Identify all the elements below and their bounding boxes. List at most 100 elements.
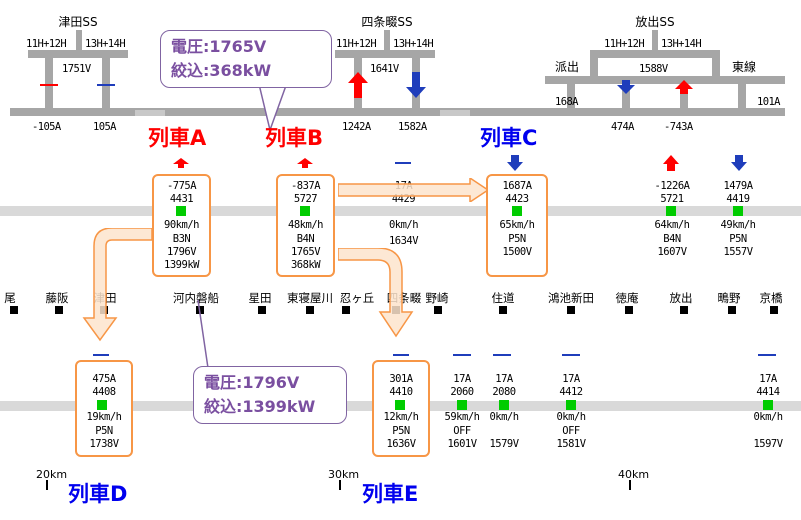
train-speed: 0km/h — [556, 411, 586, 424]
station-name: 住道 — [491, 291, 515, 305]
station-dot — [55, 306, 63, 314]
train-notch: OFF — [453, 424, 471, 437]
train-speed: 0km/h — [388, 219, 419, 232]
train-voltage: 1607V — [657, 245, 687, 258]
spacer — [480, 425, 528, 438]
train-voltage: 1765V — [290, 245, 321, 258]
train-notch: P5N — [729, 232, 747, 245]
train-current: 475A — [92, 373, 116, 385]
feeder-label: 11H+12H — [26, 38, 67, 50]
train-speed: 90km/h — [164, 219, 199, 232]
callout-voltage: 電圧:1765V — [171, 37, 267, 56]
train-current: -837A — [290, 180, 321, 192]
train-number: 4412 — [559, 386, 583, 399]
branch-name: 東線 — [732, 60, 757, 74]
station-dot — [680, 306, 688, 314]
km-tick — [339, 480, 341, 490]
train-readout: 1479A 4419 49km/h P5N 1557V — [708, 180, 768, 259]
substation-name: 津田SS — [58, 15, 98, 29]
substation-voltage: 1588V — [639, 63, 668, 75]
branch-current: 101A — [757, 96, 780, 108]
arrow-up-red-icon — [297, 158, 313, 168]
train-speed: 59km/h — [444, 411, 480, 424]
train-position-marker — [97, 400, 107, 410]
idle-marker — [395, 162, 411, 164]
substation-name: 四条畷SS — [361, 15, 413, 29]
train-box-c[interactable] — [486, 174, 548, 277]
train-current: 301A — [389, 373, 413, 385]
km-label: 20km — [36, 468, 68, 481]
train-position-marker — [763, 400, 773, 410]
train-label-c: 列車C — [480, 126, 538, 150]
feeder-current: -105A — [32, 121, 61, 133]
train-position-marker — [499, 400, 509, 410]
train-readout: -775A 4431 90km/h B3N 1796V 1399kW — [152, 180, 211, 272]
train-number: 4423 — [505, 193, 529, 206]
feeder-label: 13H+14H — [393, 38, 434, 50]
train-position-marker — [457, 400, 467, 410]
feeder-drop — [567, 84, 575, 108]
arrow-up-red-icon — [348, 72, 368, 98]
callout-pointer — [197, 300, 272, 369]
train-position-marker — [300, 206, 310, 216]
train-speed: 65km/h — [499, 219, 535, 232]
direction-marker — [93, 354, 109, 356]
station-name: 忍ヶ丘 — [339, 291, 375, 305]
train-current: -1226A — [654, 180, 690, 192]
train-current: 1687A — [502, 180, 532, 192]
train-throttle: 368kW — [290, 259, 321, 272]
train-voltage: 1500V — [502, 245, 532, 258]
upper-track — [0, 206, 801, 216]
train-current: -775A — [166, 180, 197, 192]
feeder-label: 13H+14H — [661, 38, 702, 50]
train-current: 17A — [562, 373, 580, 385]
station-dot — [625, 306, 633, 314]
train-current: 1479A — [723, 180, 753, 192]
arrow-down-blue-icon — [406, 72, 426, 98]
km-tick — [629, 480, 631, 490]
arrow-down-blue-icon — [617, 80, 635, 94]
train-speed: 64km/h — [654, 219, 690, 232]
feeder-section-gap — [440, 110, 470, 116]
train-speed: 49km/h — [720, 219, 756, 232]
callout-train-b: 電圧:1765V 絞込:368kW — [160, 30, 332, 88]
train-voltage: 1581V — [556, 437, 586, 450]
arrow-down-blue-icon — [507, 155, 523, 171]
train-box-b[interactable] — [276, 174, 335, 277]
current-idle-mark — [40, 84, 58, 86]
train-notch: OFF — [562, 424, 580, 437]
station-dot — [306, 306, 314, 314]
train-speed: 48km/h — [288, 219, 323, 232]
train-voltage: 1636V — [386, 437, 416, 450]
station-dot — [567, 306, 575, 314]
idle-marker — [493, 354, 511, 356]
idle-marker — [453, 354, 471, 356]
branch-name: 派出 — [555, 60, 580, 74]
train-speed: 12km/h — [383, 411, 419, 424]
train-current: 17A — [495, 373, 513, 385]
train-position-marker — [566, 400, 576, 410]
train-readout: 17A 4414 0km/h 1597V — [744, 373, 792, 451]
km-tick — [46, 480, 48, 490]
train-speed: 19km/h — [86, 411, 122, 424]
feeder-drop — [622, 84, 630, 108]
station-dot — [342, 306, 350, 314]
feeder-label: 13H+14H — [85, 38, 126, 50]
arrow-up-red-icon — [173, 158, 189, 168]
train-notch: B3N — [172, 232, 191, 245]
station-name: 徳庵 — [615, 291, 639, 305]
substation-bus — [590, 50, 720, 58]
station-name: 星田 — [248, 291, 272, 305]
train-current: 17A — [453, 373, 471, 385]
substation-mast — [384, 30, 390, 50]
feeder-section-gap — [135, 110, 165, 116]
station-dot — [770, 306, 778, 314]
feeder-current: 1242A — [342, 121, 371, 133]
train-voltage: 1634V — [388, 234, 419, 247]
train-box-a[interactable] — [152, 174, 211, 277]
train-label-e: 列車E — [362, 482, 419, 506]
callout-throttle: 絞込:368kW — [171, 61, 272, 80]
train-voltage: 1579V — [489, 437, 519, 450]
station-name: 鴫野 — [717, 291, 741, 305]
train-readout: 1687A 4423 65km/h P5N 1500V — [486, 180, 548, 259]
